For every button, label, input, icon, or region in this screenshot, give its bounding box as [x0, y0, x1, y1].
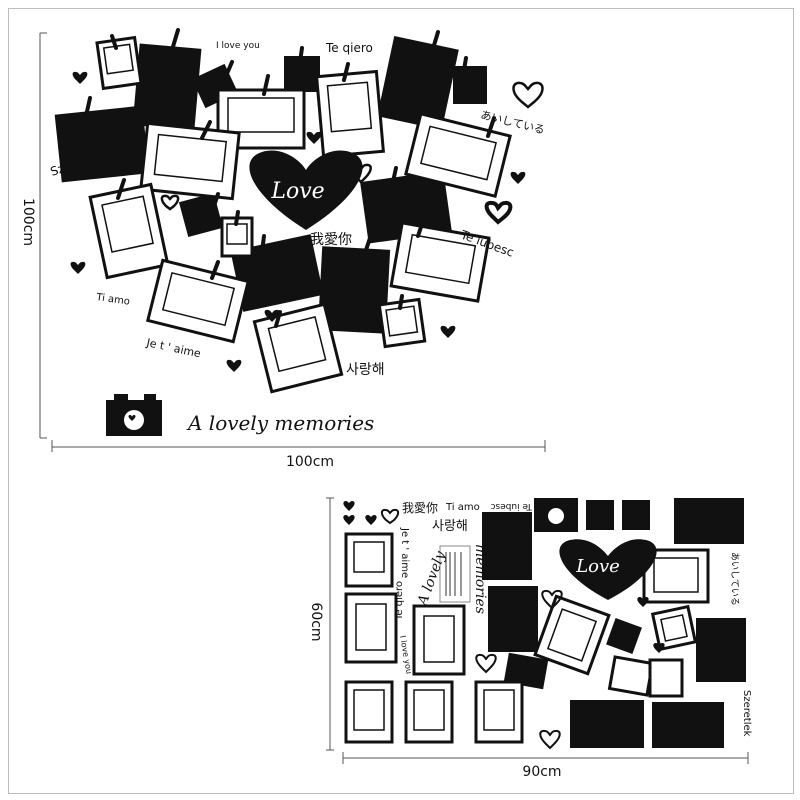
photo-frame-outline — [252, 302, 344, 394]
outline-hearts — [380, 508, 563, 750]
width-label: 100cm — [286, 454, 334, 470]
phrase-i-love-you: I love you — [216, 41, 260, 51]
height-label: 60cm — [308, 602, 324, 641]
photo-frame-solid — [696, 618, 746, 682]
photo-frame-solid — [178, 192, 224, 238]
phrase-szeretlek: Szeretlek — [741, 690, 752, 737]
photo-frame-solid — [453, 66, 487, 104]
top-sticker-panel: 100cm 100cm — [20, 28, 546, 470]
bottom-sticker-panel: 60cm 90cm — [308, 497, 752, 780]
photo-frame-solid — [360, 170, 452, 244]
phrase-chinese: 我愛你 — [310, 232, 352, 248]
phrase-i-love-you: I love you — [398, 635, 414, 675]
photo-frame-outline — [139, 121, 241, 201]
photo-frame-outline — [533, 594, 611, 676]
outline-hearts — [160, 81, 544, 225]
photo-frame-outline — [404, 680, 454, 744]
photo-frame-solid — [482, 512, 532, 580]
love-heart — [559, 539, 657, 600]
photo-frame-solid — [570, 700, 644, 748]
photo-frame-solid — [132, 43, 202, 131]
photo-frame-solid — [622, 500, 650, 530]
photo-frame-outline — [648, 658, 684, 698]
love-heart-text: Love — [575, 556, 620, 577]
love-heart — [249, 150, 363, 230]
width-label: 90cm — [522, 764, 561, 780]
photo-frame-outline — [344, 680, 394, 744]
photo-frame-solid — [230, 234, 324, 312]
photo-frame-outline — [389, 221, 491, 303]
slogan-line-2: memories — [472, 544, 488, 614]
photo-frame-outline — [650, 604, 698, 652]
photo-frame-solid — [674, 498, 744, 544]
photo-frame-outline — [404, 111, 512, 199]
photo-frame-solid — [54, 105, 150, 183]
camera-icon — [106, 394, 162, 436]
phrase-je-taime: Je t ' aime — [399, 527, 410, 578]
slogan-text: A lovely memories — [186, 411, 374, 435]
photo-frame-outline — [145, 258, 251, 344]
phrase-ti-amo: Ti amo — [95, 292, 131, 308]
photo-frame-solid — [606, 618, 642, 654]
phrase-chinese: 我愛你 — [402, 501, 438, 515]
love-heart-text: Love — [270, 179, 324, 204]
photo-frame-outline — [607, 655, 655, 697]
phrase-japanese: あいしている — [729, 552, 740, 606]
photo-frame-solid — [652, 702, 724, 748]
phrase-te-qiero: Te qiero — [394, 581, 405, 621]
photo-frame-solid — [317, 246, 391, 334]
phrase-korean: 사랑해 — [432, 519, 468, 534]
height-label: 100cm — [20, 198, 36, 246]
photo-frame-outline — [474, 680, 524, 744]
phrase-te-qiero: Te qiero — [325, 41, 373, 55]
phrase-je-taime: Je t ' aime — [144, 336, 202, 360]
phrase-ti-amo: Ti amo — [445, 502, 480, 513]
image-frame — [8, 8, 794, 794]
photo-frame-solid — [488, 586, 538, 652]
photo-frame-solid — [586, 500, 614, 530]
small-hearts — [343, 501, 665, 653]
photo-frame-solid — [377, 36, 459, 130]
phrase-korean: 사랑해 — [346, 362, 385, 378]
photo-frame-outline — [88, 182, 170, 280]
phrase-te-iubesc: Te iubesc — [490, 501, 533, 511]
small-hearts — [70, 71, 526, 372]
clothes-pins — [84, 28, 496, 328]
photo-frame-solid — [503, 652, 549, 690]
